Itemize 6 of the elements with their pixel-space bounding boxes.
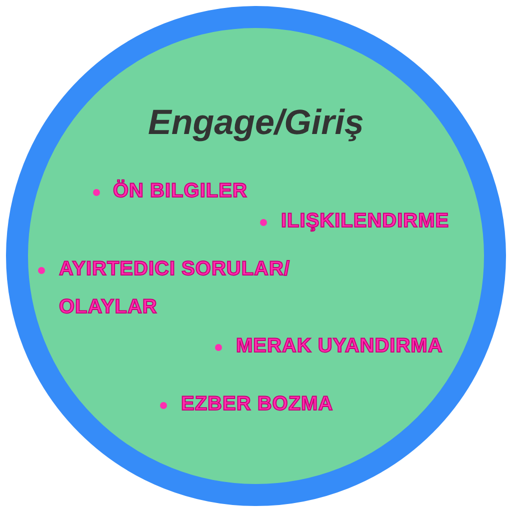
list-item-text: EZBER BOZMA xyxy=(181,392,334,417)
heading: Engage/Giriş xyxy=(148,104,364,142)
list-item-text: ILIŞKILENDIRME xyxy=(281,209,450,234)
list-item-text: AYIRTEDICI SORULAR/ OLAYLAR xyxy=(59,257,292,320)
list-item-text: ÖN BILGILER xyxy=(113,178,248,204)
list-item-text: MERAK UYANDIRMA xyxy=(236,334,443,359)
